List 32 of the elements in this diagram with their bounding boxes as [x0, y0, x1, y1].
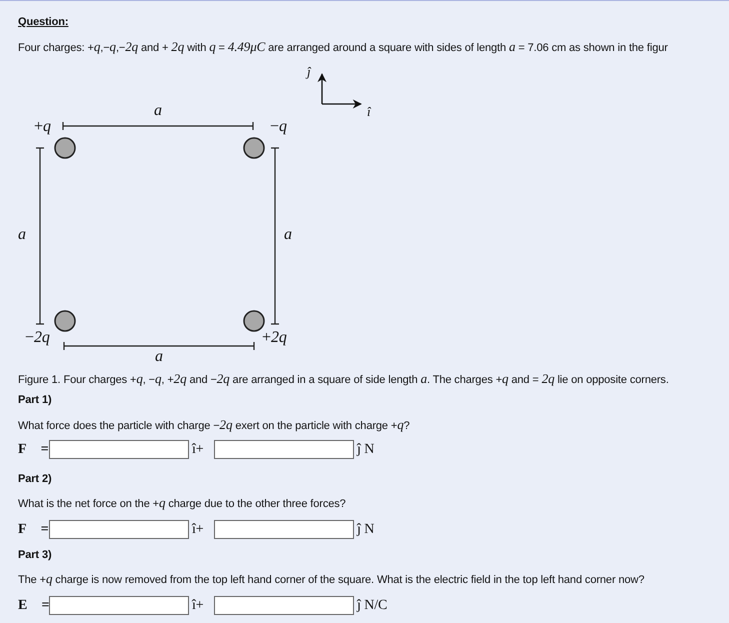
- part-heading: Part 3): [18, 548, 52, 563]
- unit-label: î+: [192, 522, 204, 537]
- axis-label: î: [367, 104, 371, 121]
- dimension-label: a: [154, 103, 162, 118]
- charge-circle: [54, 137, 76, 159]
- charge-label: +q: [34, 119, 51, 134]
- dimension-label: a: [155, 349, 163, 364]
- unit-label: ĵ N: [357, 442, 374, 457]
- question-text: What is the net force on the +q charge due to the other three forces?: [18, 495, 346, 512]
- unit-label: ĵ N/C: [357, 598, 388, 613]
- part-heading: Part 1): [18, 393, 52, 408]
- question-text: Four charges: +q,−q,−2q and + 2q with q = 4.49μC are arranged around a square with sides of length a = 7.06 cm as shown in the figur: [18, 39, 668, 56]
- dimension-label: a: [284, 227, 292, 242]
- figure-caption: Figure 1. Four charges +q, −q, +2q and −2q are arranged in a square of side length a. The charges +q and = 2q lie on opposite corners.: [18, 371, 669, 388]
- charge-circle: [243, 137, 265, 159]
- unit-label: ĵ N: [357, 522, 374, 537]
- heading: Question:: [18, 15, 68, 30]
- question-text: The +q charge is now removed from the top left hand corner of the square. What is the electric field in the top left hand corner now?: [18, 571, 644, 588]
- charge-label: +2q: [262, 330, 287, 345]
- unit-label: î+: [192, 442, 204, 457]
- dimension-label: a: [18, 227, 26, 242]
- charge-label: −q: [270, 119, 287, 134]
- question-text: What force does the particle with charge −2q exert on the particle with charge +q?: [18, 417, 410, 434]
- axis-label: ĵ: [307, 64, 311, 81]
- unit-label: î+: [192, 598, 204, 613]
- charge-circle: [54, 310, 76, 332]
- vector-symbol: E⃗ =: [18, 598, 50, 613]
- vector-symbol: F⃗ =: [18, 522, 49, 537]
- part-heading: Part 2): [18, 472, 52, 487]
- charge-circle: [243, 310, 265, 332]
- vector-symbol: F⃗ =: [18, 442, 49, 457]
- charge-label: −2q: [25, 330, 50, 345]
